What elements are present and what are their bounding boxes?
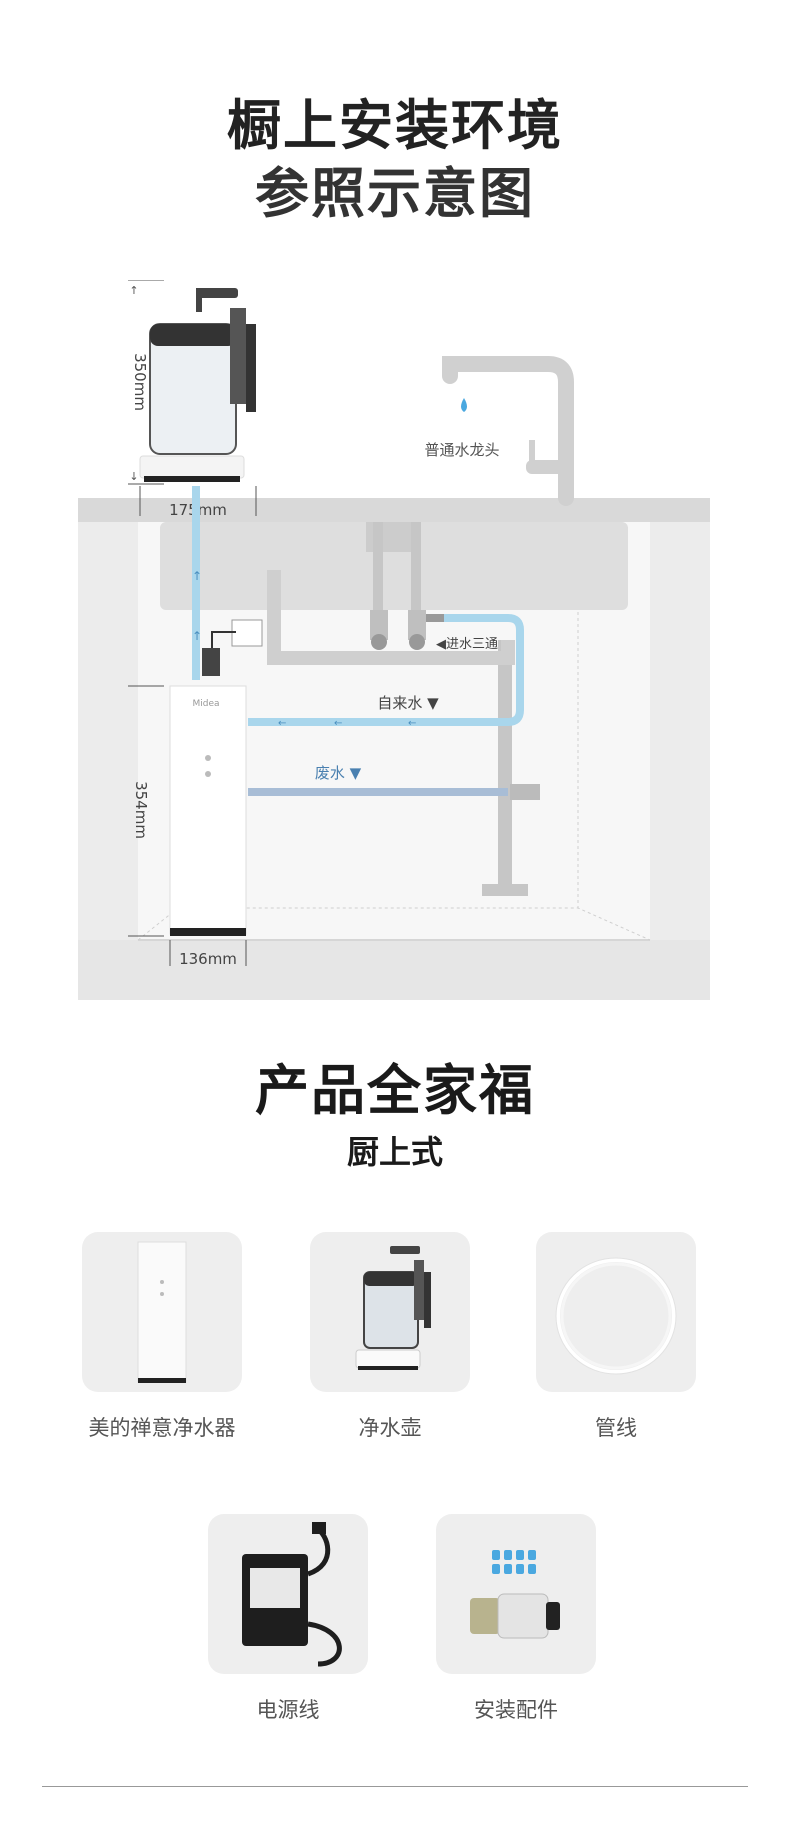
svg-text:←: ←: [278, 718, 286, 729]
section1-title: 橱上安装环境 参照示意图: [0, 92, 790, 228]
purifier-height-label: 354mm: [132, 781, 150, 839]
svg-text:↑: ↑: [192, 569, 202, 583]
svg-text:↑: ↑: [192, 629, 202, 643]
drain-pipe: [498, 640, 512, 890]
kettle: [139, 288, 256, 482]
svg-text:←: ←: [334, 718, 342, 729]
purifier-width-label: 136mm: [179, 950, 237, 968]
power-socket: [231, 619, 263, 647]
power-adapter-icon: [242, 1522, 342, 1667]
kettle-icon: [355, 1246, 431, 1370]
countertop: [78, 498, 710, 522]
product-card-purifier: [82, 1232, 242, 1392]
cabinet-floor: [78, 940, 710, 1000]
product-card-tube: [536, 1232, 696, 1392]
faucet: [442, 356, 574, 506]
kettle-height-label: 350mm: [131, 353, 149, 411]
purifier-icon: [137, 1241, 187, 1383]
product-label-tube: 管线: [595, 1416, 637, 1440]
product-family-title: 产品全家福: [255, 1059, 535, 1122]
angle-valves: [370, 610, 446, 650]
product-label-fittings: 安装配件: [474, 1698, 558, 1722]
faucet-label: 普通水龙头: [424, 441, 499, 459]
product-label-purifier: 美的禅意净水器: [88, 1416, 236, 1440]
product-card-kettle: [310, 1232, 470, 1392]
brand-mark: Midea: [192, 699, 219, 709]
product-label-adapter: 电源线: [256, 1698, 320, 1722]
svg-text:↑: ↑: [129, 284, 138, 297]
purifier-unit: [169, 685, 247, 936]
waste-water-label: 废水 ▼: [315, 764, 362, 782]
product-label-kettle: 净水壶: [358, 1416, 422, 1440]
tap-water-pipe: [248, 614, 524, 726]
tube-coil-icon: [555, 1257, 677, 1375]
svg-text:←: ←: [408, 718, 416, 729]
section2-title: 产品全家福 厨上式: [0, 1056, 790, 1174]
product-card-adapter: [208, 1514, 368, 1674]
title-line-2: 参照示意图: [255, 162, 535, 225]
installation-diagram: 普通水龙头 ↑ ↓ 350mm 175mm: [78, 280, 710, 1000]
tee-label: ◀进水三通: [436, 637, 498, 652]
tap-water-label: 自来水 ▼: [377, 694, 439, 712]
product-family-subtitle: 厨上式: [346, 1133, 443, 1171]
svg-text:↓: ↓: [129, 470, 138, 483]
diagram-illustration: 普通水龙头 ↑ ↓ 350mm 175mm: [78, 280, 710, 1000]
title-line-1: 橱上安装环境: [227, 94, 563, 157]
fittings-icon: [470, 1550, 560, 1639]
product-card-fittings: [436, 1514, 596, 1674]
footer-divider: [42, 1786, 748, 1787]
